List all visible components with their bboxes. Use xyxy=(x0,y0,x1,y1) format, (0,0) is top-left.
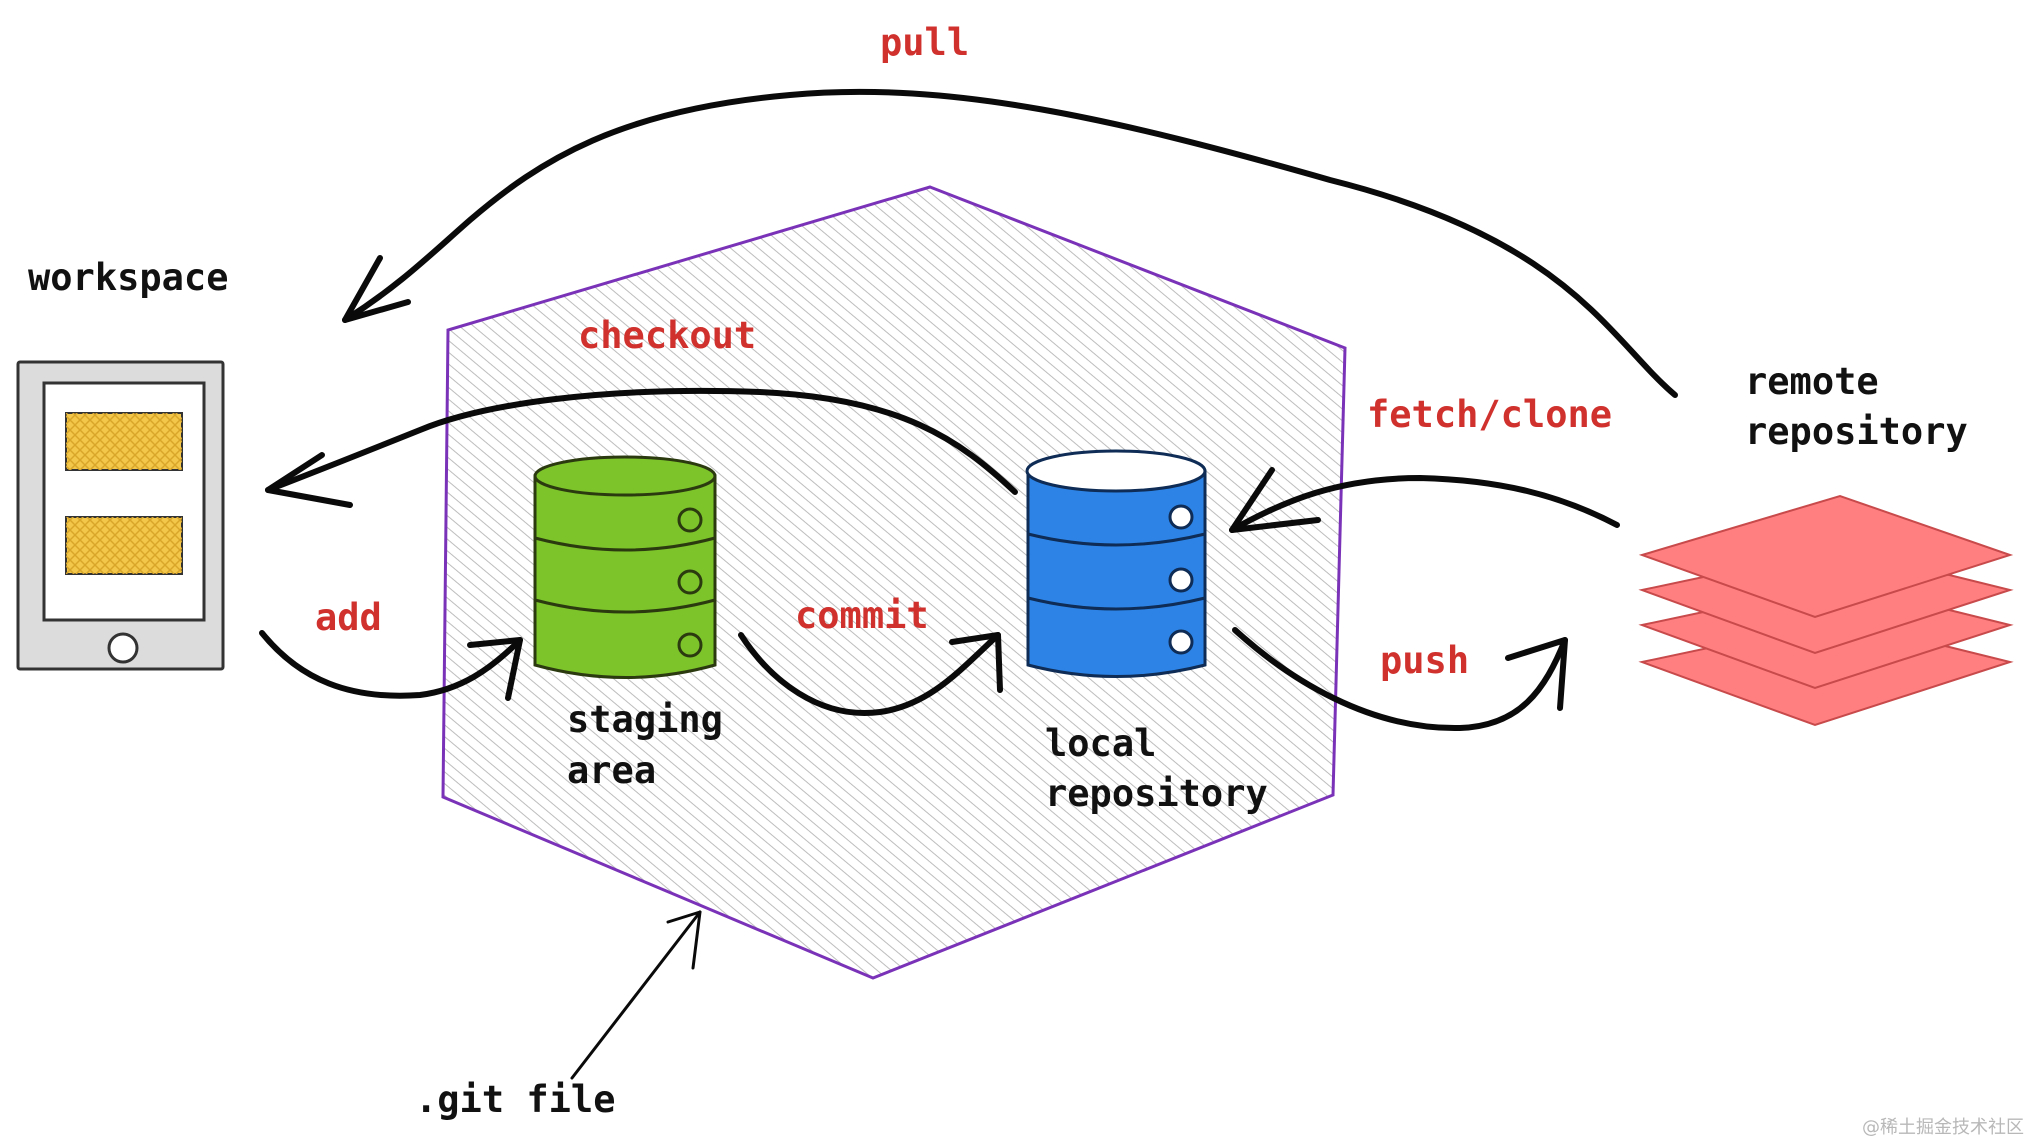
remote-repository-label: repository xyxy=(1745,410,1968,453)
watermark-text: @稀土掘金技术社区 xyxy=(1862,1117,2024,1138)
local-repository-label: local xyxy=(1045,722,1156,765)
local-repository-database xyxy=(1025,449,1207,678)
staging-area-database xyxy=(533,455,717,679)
fetch-clone-label: fetch/clone xyxy=(1367,393,1612,436)
add-label: add xyxy=(315,596,382,639)
staging-area-label: area xyxy=(567,749,656,792)
pull-label: pull xyxy=(880,21,969,64)
push-arrow xyxy=(1232,627,1568,732)
local-indicator-icon xyxy=(1168,504,1194,530)
git-file-pointer-arrow xyxy=(570,910,702,1080)
git-file-label: .git file xyxy=(415,1078,615,1121)
push-label: push xyxy=(1380,639,1469,682)
checkout-arrow xyxy=(265,387,1018,508)
commit-label: commit xyxy=(795,594,929,637)
pull-arrow xyxy=(342,88,1678,398)
workspace-device xyxy=(16,360,225,671)
add-arrow xyxy=(259,630,523,701)
staging-indicator-icon xyxy=(677,569,703,595)
remote-repository-stack xyxy=(1638,494,2014,727)
commit-arrow xyxy=(738,632,1003,716)
local-indicator-icon xyxy=(1168,629,1194,655)
checkout-label: checkout xyxy=(578,314,756,357)
local-repository-label: repository xyxy=(1045,772,1268,815)
remote-repository-label: remote xyxy=(1745,360,1879,403)
staging-indicator-icon xyxy=(677,632,703,658)
git-boundary-hexagon xyxy=(441,185,1347,980)
staging-indicator-icon xyxy=(677,507,703,533)
home-button-icon xyxy=(107,632,139,664)
local-indicator-icon xyxy=(1168,567,1194,593)
staging-area-label: staging xyxy=(567,698,723,741)
fetch-clone-arrow xyxy=(1229,467,1620,533)
workspace-label: workspace xyxy=(28,256,228,299)
